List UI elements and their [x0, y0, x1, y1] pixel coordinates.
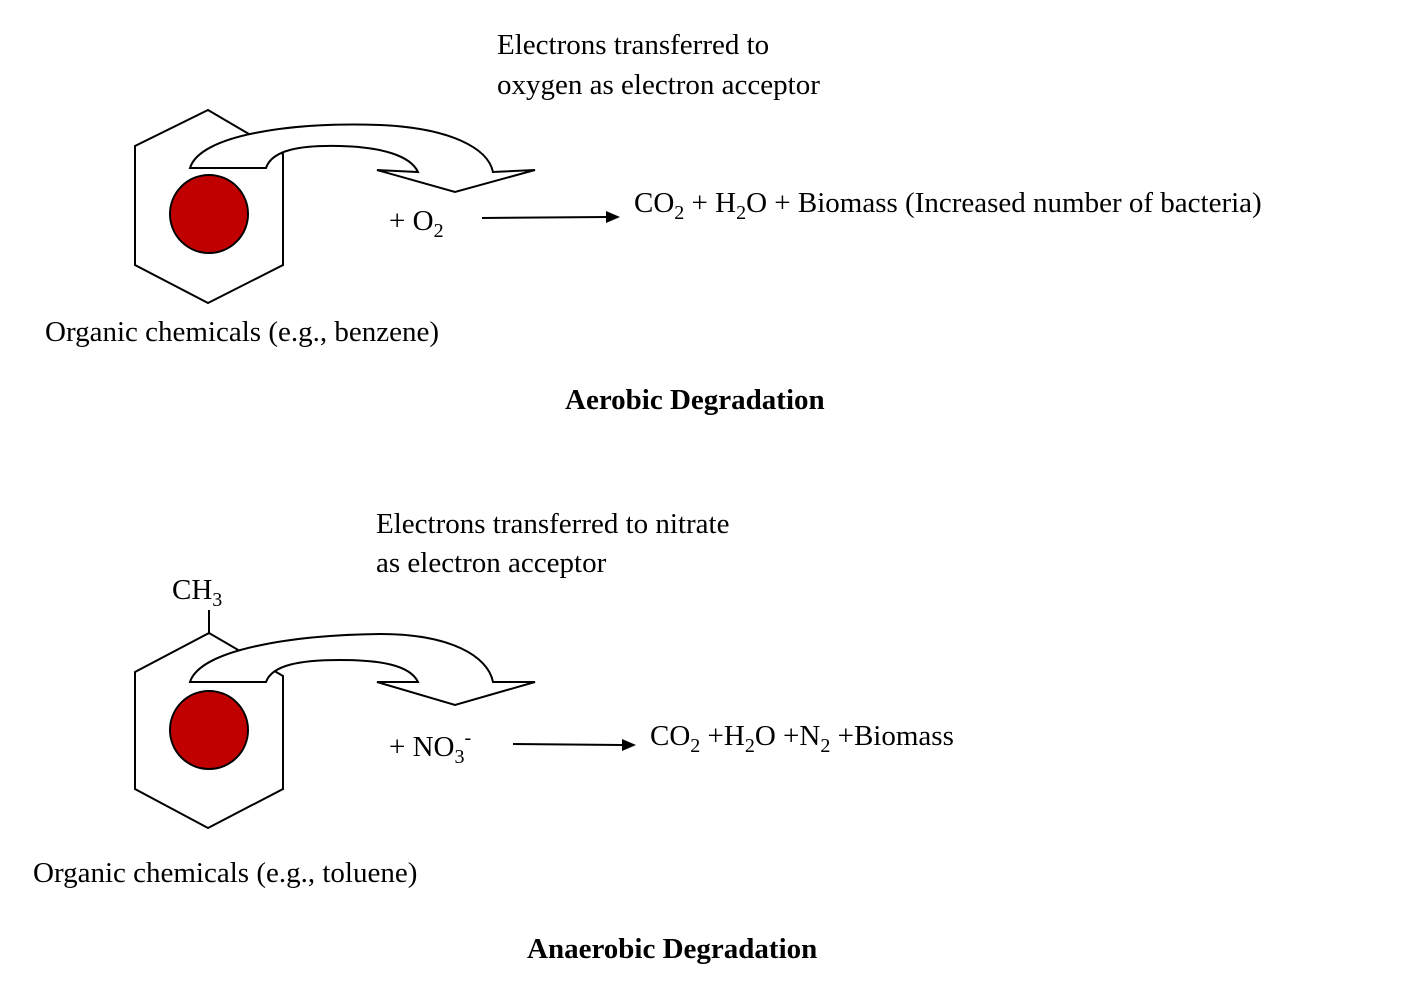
methyl-group-label: CH3 — [172, 574, 223, 611]
aerobic-note-line1: Electrons transferred to — [497, 29, 770, 61]
benzene-ring-dot — [169, 174, 249, 254]
aerobic-note-line2: oxygen as electron acceptor — [497, 69, 820, 101]
anaerobic-title: Anaerobic Degradation — [527, 933, 818, 965]
benzene-label: Organic chemicals (e.g., benzene) — [45, 316, 439, 348]
reaction-arrowhead-anaerobic — [622, 739, 636, 751]
electron-transfer-arrow-anaerobic — [188, 632, 536, 707]
anaerobic-reactant: + NO3- — [389, 727, 472, 768]
reaction-arrow-aerobic — [481, 216, 608, 219]
toluene-ring-dot — [169, 690, 249, 770]
anaerobic-note-line2: as electron acceptor — [376, 547, 607, 579]
anaerobic-products: CO2 +H2O +N2 +Biomass — [650, 720, 954, 757]
toluene-label: Organic chemicals (e.g., toluene) — [33, 857, 418, 889]
reaction-arrow-anaerobic — [512, 743, 623, 746]
anaerobic-note-line1: Electrons transferred to nitrate — [376, 508, 730, 540]
aerobic-products: CO2 + H2O + Biomass (Increased number of… — [634, 187, 1262, 224]
aerobic-title: Aerobic Degradation — [565, 384, 825, 416]
reaction-arrowhead-aerobic — [606, 211, 620, 223]
electron-transfer-arrow-aerobic — [188, 123, 536, 194]
benzene-ring — [134, 108, 284, 305]
aerobic-reactant: + O2 — [389, 205, 444, 242]
toluene-ring — [134, 631, 284, 830]
